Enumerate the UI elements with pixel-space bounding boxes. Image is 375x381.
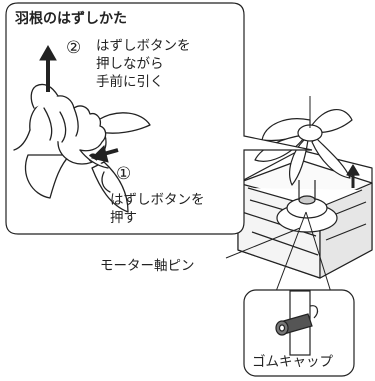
shaft-illustration [275,290,319,356]
step2-line2: 押しながら [96,56,164,72]
motor-pin-leader [225,227,301,259]
step2-line3: 手前に引く [96,74,164,90]
hand-illustration [13,83,151,213]
step2-line1: はずしボタンを [96,38,191,54]
press-arrow [91,145,119,163]
step1-line2: 押す [110,210,137,226]
diagram-title: 羽根のはずしかた [15,11,127,27]
rubber-cap-label: ゴムキャップ [252,354,333,370]
step2-number: ② [66,38,82,58]
step1-line1: はずしボタンを [110,192,205,208]
pull-arrow [39,44,57,92]
step1-number: ① [116,164,132,184]
fan-unit-illustration [237,96,373,279]
detail-leader [271,211,335,303]
callout-panel [5,2,313,235]
motor-pin-label: モーター軸ピン [100,258,195,274]
